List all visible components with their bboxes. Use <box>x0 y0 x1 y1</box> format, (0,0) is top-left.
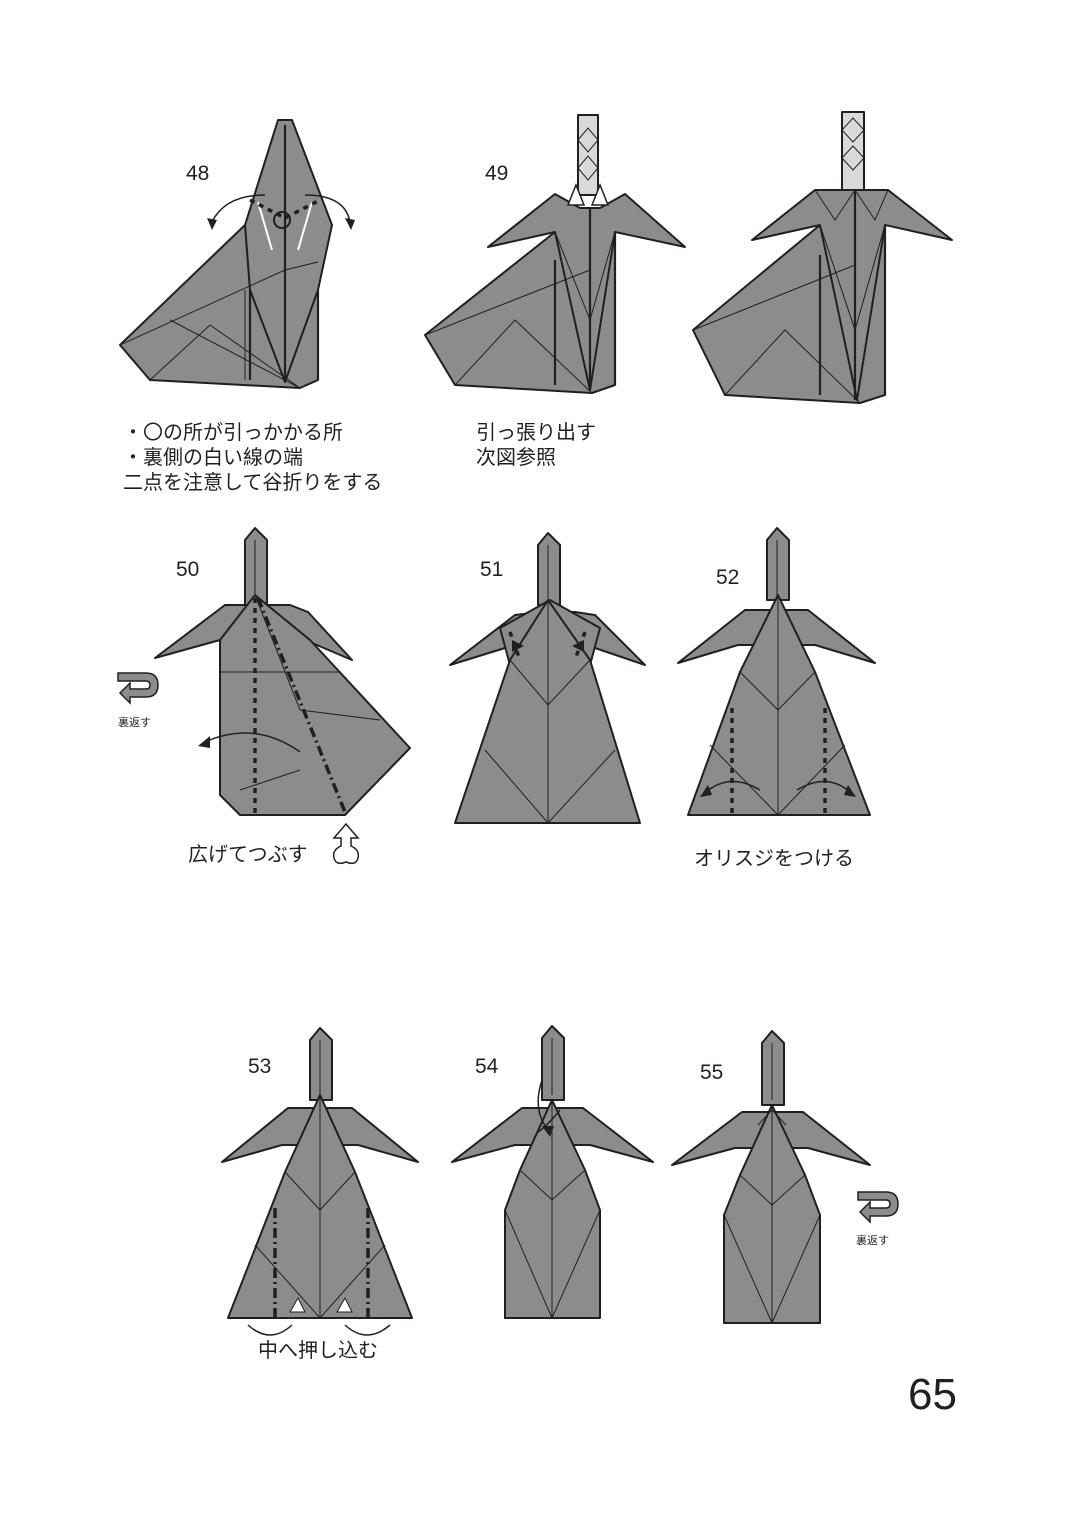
turn-over-icon-55 <box>857 1191 899 1224</box>
page-number: 65 <box>908 1370 957 1419</box>
caption-step-50: 広げてつぶす <box>188 842 308 866</box>
caption-step-48-line-2: ・裏側の白い線の端 <box>123 445 303 469</box>
caption-step-49: 引っ張り出す 次図参照 <box>476 420 596 470</box>
step-number-54: 54 <box>475 1055 499 1078</box>
turn-over-label-55: 裏返す <box>856 1234 889 1247</box>
caption-step-53: 中へ押し込む <box>258 1338 378 1362</box>
step-number-51: 51 <box>480 558 504 581</box>
step-number-48: 48 <box>186 162 210 185</box>
step-number-50: 50 <box>176 558 200 581</box>
caption-step-52: オリスジをつける <box>694 846 854 870</box>
caption-step-48-line-3: 二点を注意して谷折りをする <box>123 470 383 494</box>
caption-step-49-line-2: 次図参照 <box>476 445 556 469</box>
caption-step-49-line-1: 引っ張り出す <box>476 420 596 444</box>
step-number-49: 49 <box>485 162 509 185</box>
turn-over-icon <box>117 672 159 705</box>
turn-over-label-50: 裏返す <box>118 716 151 729</box>
push-arrow-icon <box>332 822 360 865</box>
caption-step-48-line-1: ・〇の所が引っかかる所 <box>123 420 343 444</box>
caption-step-48: ・〇の所が引っかかる所 ・裏側の白い線の端 二点を注意して谷折りをする <box>123 420 382 495</box>
step-number-55: 55 <box>700 1061 724 1084</box>
step-number-53: 53 <box>248 1055 272 1078</box>
step-number-52: 52 <box>716 566 740 589</box>
